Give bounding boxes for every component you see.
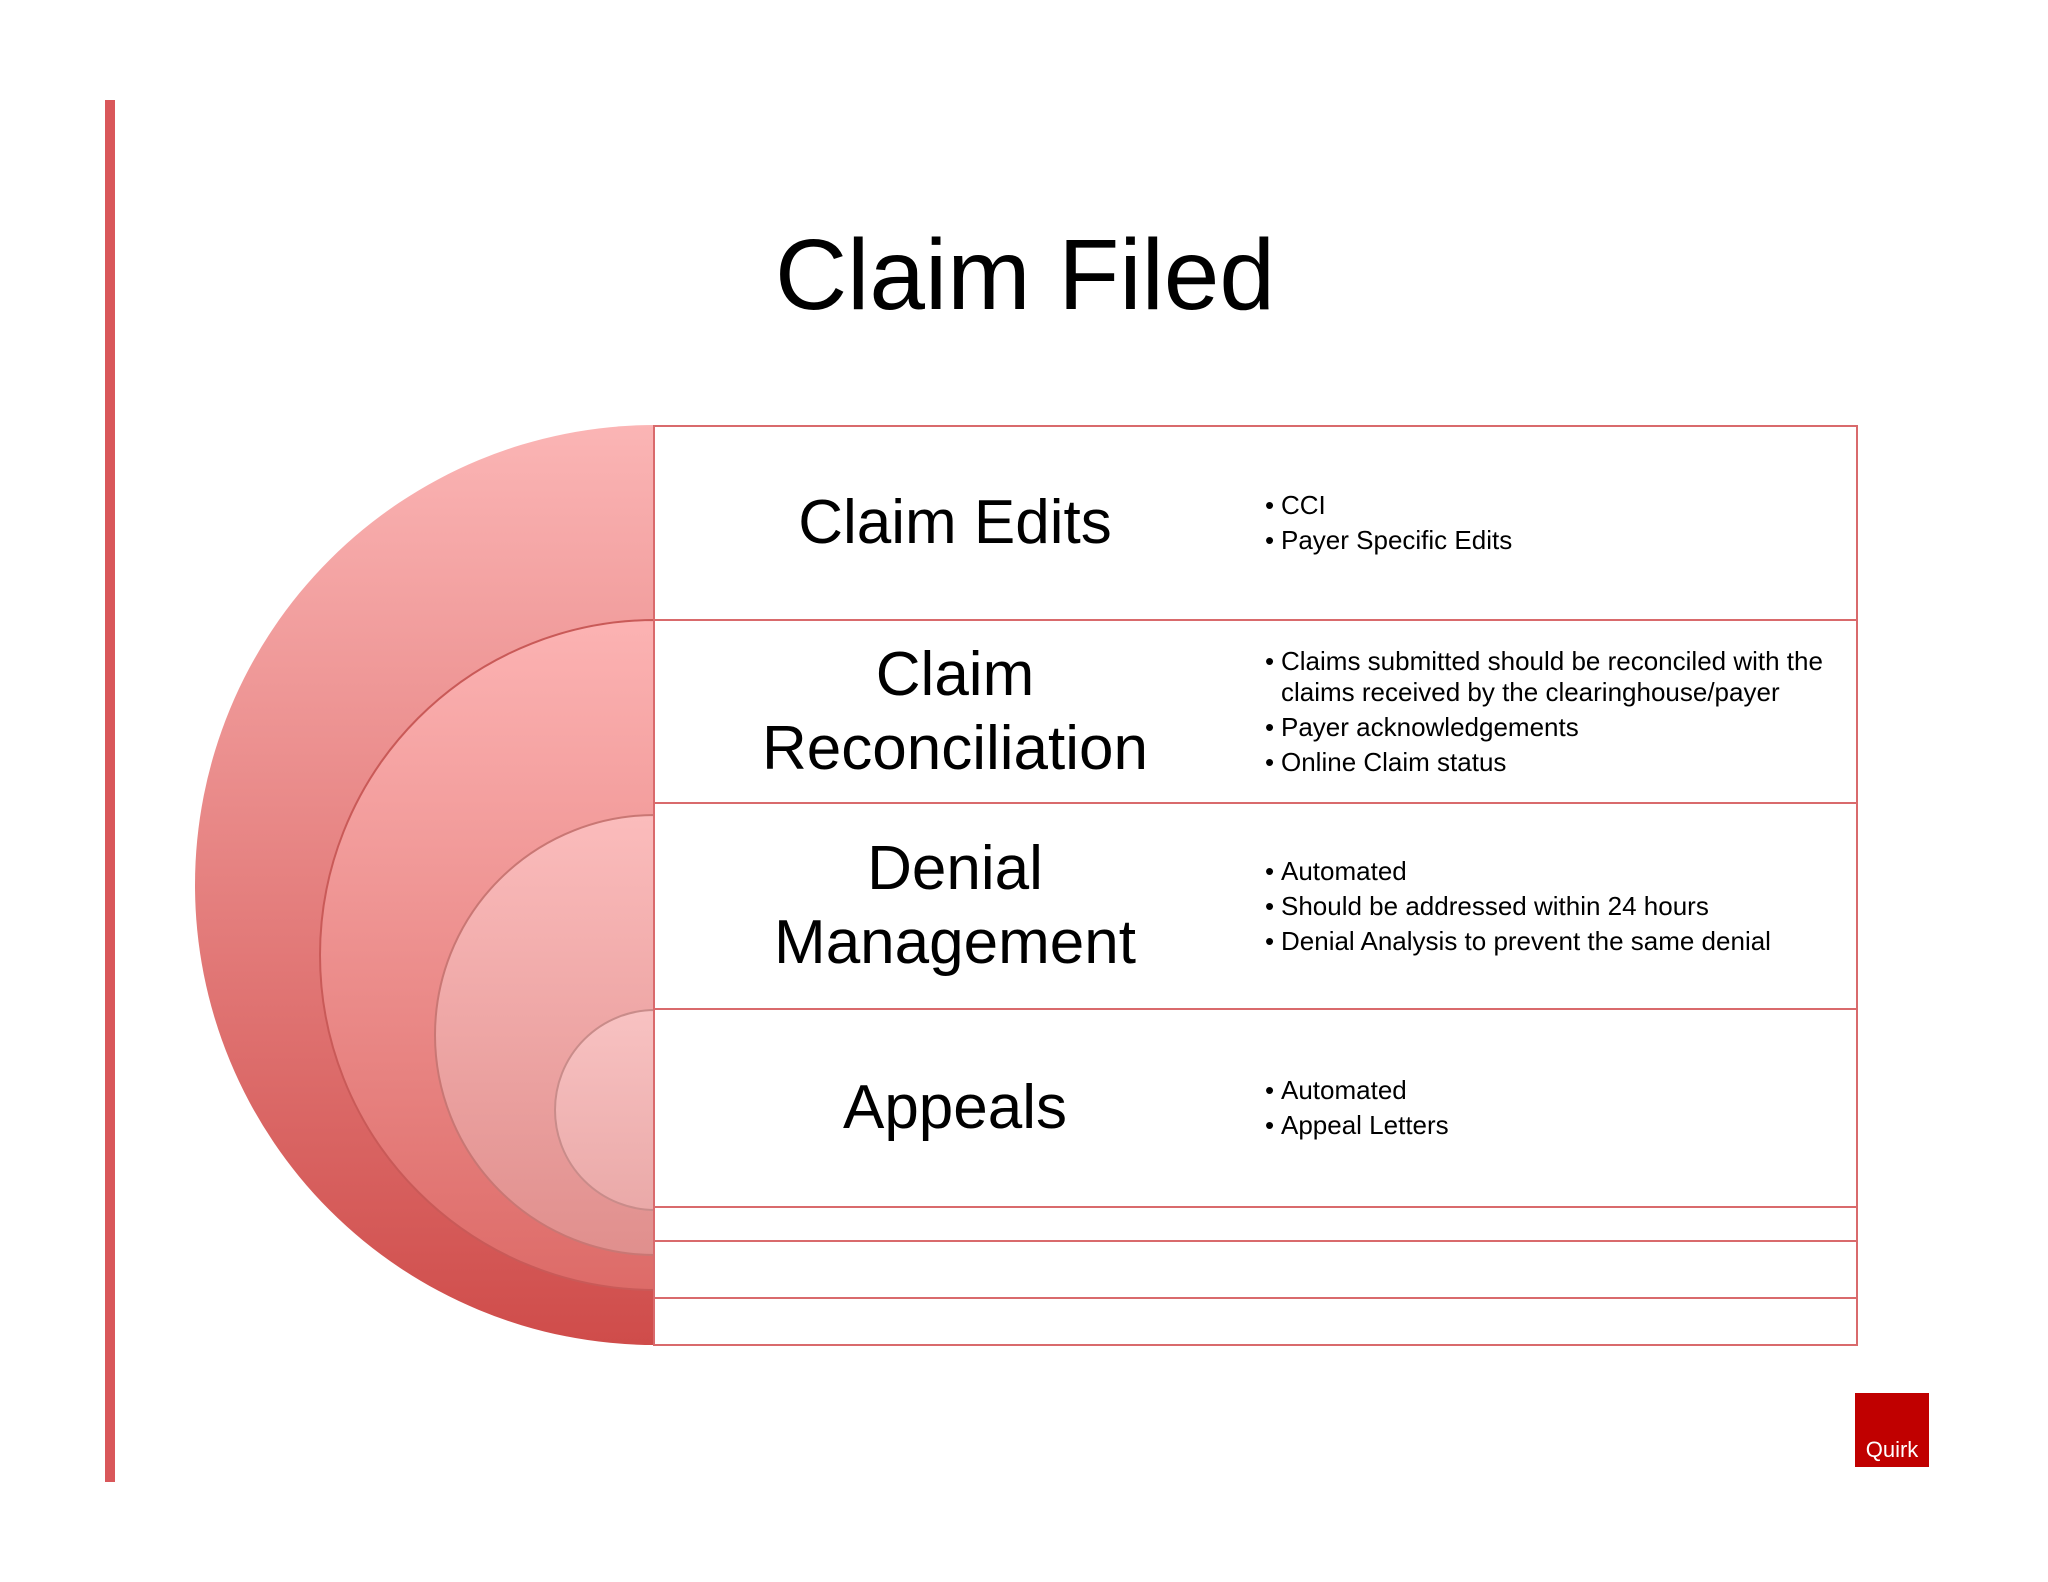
row-claim-reconciliation: Claim Reconciliation Claims submitted sh… — [653, 619, 1858, 804]
bullet-item: Denial Analysis to prevent the same deni… — [1265, 926, 1855, 957]
bullet-item: Automated — [1265, 856, 1855, 887]
bullet-item: Payer Specific Edits — [1265, 525, 1855, 556]
row-appeals: Appeals Automated Appeal Letters — [653, 1008, 1858, 1208]
bullet-list: Automated Appeal Letters — [1265, 1010, 1855, 1206]
quirk-logo: Quirk — [1855, 1393, 1929, 1467]
row-label: Claim Edits — [798, 488, 1112, 557]
row-denial-management: Denial Management Automated Should be ad… — [653, 802, 1858, 1010]
slide-title: Claim Filed — [774, 219, 1276, 331]
bullet-item: CCI — [1265, 490, 1855, 521]
row-label: Appeals — [842, 1073, 1068, 1142]
bullet-item: Should be addressed within 24 hours — [1265, 891, 1855, 922]
empty-strip — [653, 1297, 1858, 1346]
slide-accent-bar — [105, 100, 115, 1482]
empty-strip — [653, 1206, 1858, 1242]
row-claim-edits: Claim Edits CCI Payer Specific Edits — [653, 425, 1858, 621]
empty-strip — [653, 1240, 1858, 1299]
bullet-item: Appeal Letters — [1265, 1110, 1855, 1141]
bullet-list: Claims submitted should be reconciled wi… — [1265, 621, 1855, 802]
row-label: Denial Management — [774, 834, 1136, 977]
bullet-list: Automated Should be addressed within 24 … — [1265, 804, 1855, 1008]
bullet-item: Payer acknowledgements — [1265, 712, 1855, 743]
arc-inner — [554, 1008, 656, 1212]
bullet-list: CCI Payer Specific Edits — [1265, 427, 1855, 619]
row-label: Claim Reconciliation — [762, 639, 1148, 783]
bullet-item: Online Claim status — [1265, 747, 1855, 778]
bullet-item: Automated — [1265, 1075, 1855, 1106]
bullet-item: Claims submitted should be reconciled wi… — [1265, 646, 1855, 708]
